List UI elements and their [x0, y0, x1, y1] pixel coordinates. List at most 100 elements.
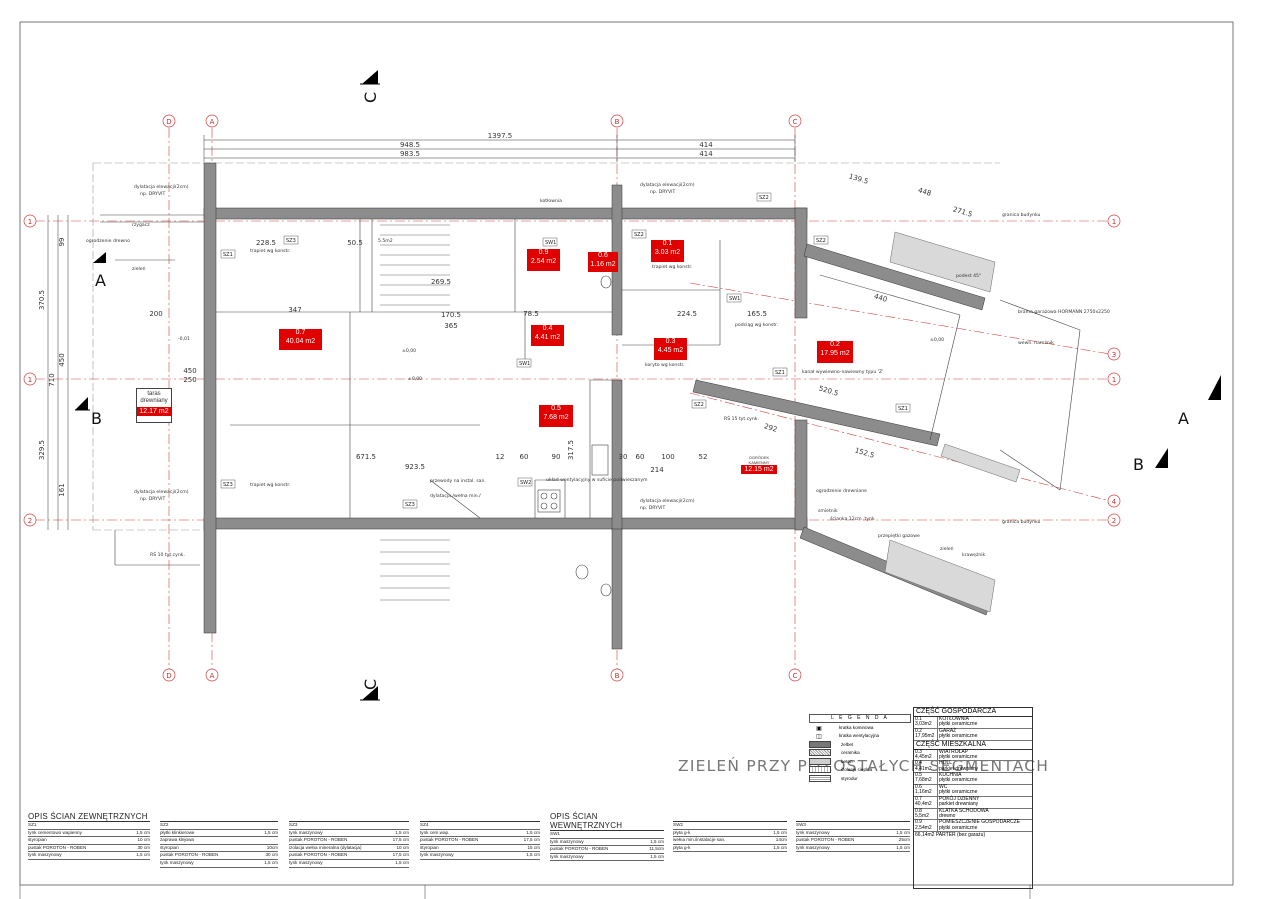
note-zielen-1: zieleń [132, 265, 146, 272]
note-uklad-went: układ wentylacyjny w suficie podwieszany… [546, 477, 648, 483]
ceramic-swatch [809, 749, 831, 757]
room-area: 4.45 m2 [657, 346, 684, 354]
note-rs15: RŚ 15 tyt.cynk. [724, 415, 759, 422]
dim-1397: 1397.5 [488, 132, 513, 140]
room-num: 0.3 [915, 748, 922, 755]
svg-text:SZ3: SZ3 [223, 482, 233, 488]
room-area: 4,41m2 [915, 765, 932, 772]
room-name: WIATROŁAP [939, 748, 969, 755]
note-dryvit-4: np. DRYVIT [140, 496, 165, 502]
wall-table-sz1: OPIS ŚCIAN ZEWNĘTRZNYCH SZ1 tynk cemento… [28, 812, 150, 860]
section-c-top-marker [362, 70, 378, 84]
note-level-2: ±0,00 [930, 337, 944, 343]
room-area: 1,16m2 [915, 789, 932, 796]
planting-area-north [889, 231, 996, 293]
svg-text:SZ1: SZ1 [223, 252, 233, 258]
dim-671: 671.5 [356, 453, 376, 461]
wall-west [203, 162, 217, 634]
room-tag-ogrodek: OGRÓDEK KAMIENNY 12.15 m2 [741, 455, 777, 479]
wall-table-title: OPIS ŚCIAN WEWNĘTRZNYCH [550, 812, 664, 831]
axis-bubble-1m-right [1107, 372, 1121, 386]
dim-161: 161 [58, 483, 66, 496]
room-number: 0.3 [665, 338, 676, 345]
room-num: 0.1 [915, 716, 922, 722]
legend-label: styrodur [841, 775, 858, 781]
dim-90: 90 [552, 453, 561, 461]
note-zielen-2: zieleń [940, 545, 954, 552]
axis-bubble-1-right [1107, 214, 1121, 228]
note-podciag: podciąg wg konstr. [735, 322, 778, 328]
room-name: KOTŁOWNIA [939, 716, 970, 722]
svg-text:SZ3: SZ3 [286, 238, 296, 244]
wall-table-title [420, 812, 540, 822]
wall-table-sz4: SZ4 tynk cem.wap.1,5 cm pustak POROTON -… [420, 812, 540, 860]
wall-east-north [794, 207, 808, 319]
svg-text:SZ2: SZ2 [694, 402, 704, 408]
svg-text:SW2: SW2 [520, 480, 531, 486]
room-name: KLATKA SCHODOWA [939, 807, 989, 814]
wall-table-code: SZ3 [289, 822, 409, 830]
section-a-right-marker [1208, 375, 1221, 400]
site-boundary [92, 162, 1000, 531]
room-number: 0.1 [662, 240, 673, 247]
room-area: 12.17 m2 [137, 407, 171, 416]
axis-bubble-c-bottom [788, 668, 802, 682]
wall-table-code: SW1 [550, 831, 664, 839]
section-c-bottom-marker [362, 686, 378, 700]
room-num: 0.2 [915, 727, 922, 734]
legend-label: kratka kominowa [839, 724, 874, 730]
styrodur-swatch [809, 774, 831, 782]
wall-table-title [160, 812, 278, 822]
axis-bubble-b-bottom [610, 668, 624, 682]
note-dryvit-2: np. DRYVIT [650, 189, 675, 195]
svg-text:SZ1: SZ1 [775, 370, 785, 376]
svg-text:SW1: SW1 [729, 296, 740, 302]
dim-317: 317.5 [567, 440, 575, 460]
note-smietnik: smietnik [818, 508, 838, 514]
planting-area-east [940, 443, 1021, 483]
legend-label: żelbet [841, 741, 854, 747]
dim-292: 292 [763, 422, 778, 434]
axis-bubble-3-right [1107, 347, 1121, 361]
legend-item: ceramika [809, 749, 911, 758]
room-number: 0.4 [542, 325, 553, 332]
top-dimensions [203, 135, 796, 162]
room-floor: drewno [939, 812, 956, 819]
note-kraweznik: krawężnik [962, 552, 986, 558]
dim-923: 923.5 [405, 463, 425, 471]
garage-wall-north [803, 243, 986, 311]
dim-710: 710 [48, 373, 56, 386]
axis-label-4-right: 4 [1112, 498, 1117, 506]
room-area: 4,45m2 [915, 753, 932, 760]
axis-label-a-bottom: A [210, 672, 215, 680]
room-num: 0.4 [915, 760, 922, 767]
room-num: 0.5 [915, 772, 922, 779]
room-area: 7.68 m2 [543, 413, 569, 421]
room-area: 1.16 m2 [590, 260, 616, 268]
note-dylatacja-welna: dylatacja /wełna min./ [430, 493, 481, 499]
dim-370: 370.5 [38, 290, 46, 310]
dim-60b: 60 [636, 453, 645, 461]
dim-948: 948.5 [400, 141, 420, 149]
axis-label-2-left: 2 [28, 517, 32, 525]
section-b-left-marker [75, 397, 88, 410]
room-area: 40.04 m2 [285, 337, 316, 345]
dim-347: 347 [288, 306, 301, 314]
